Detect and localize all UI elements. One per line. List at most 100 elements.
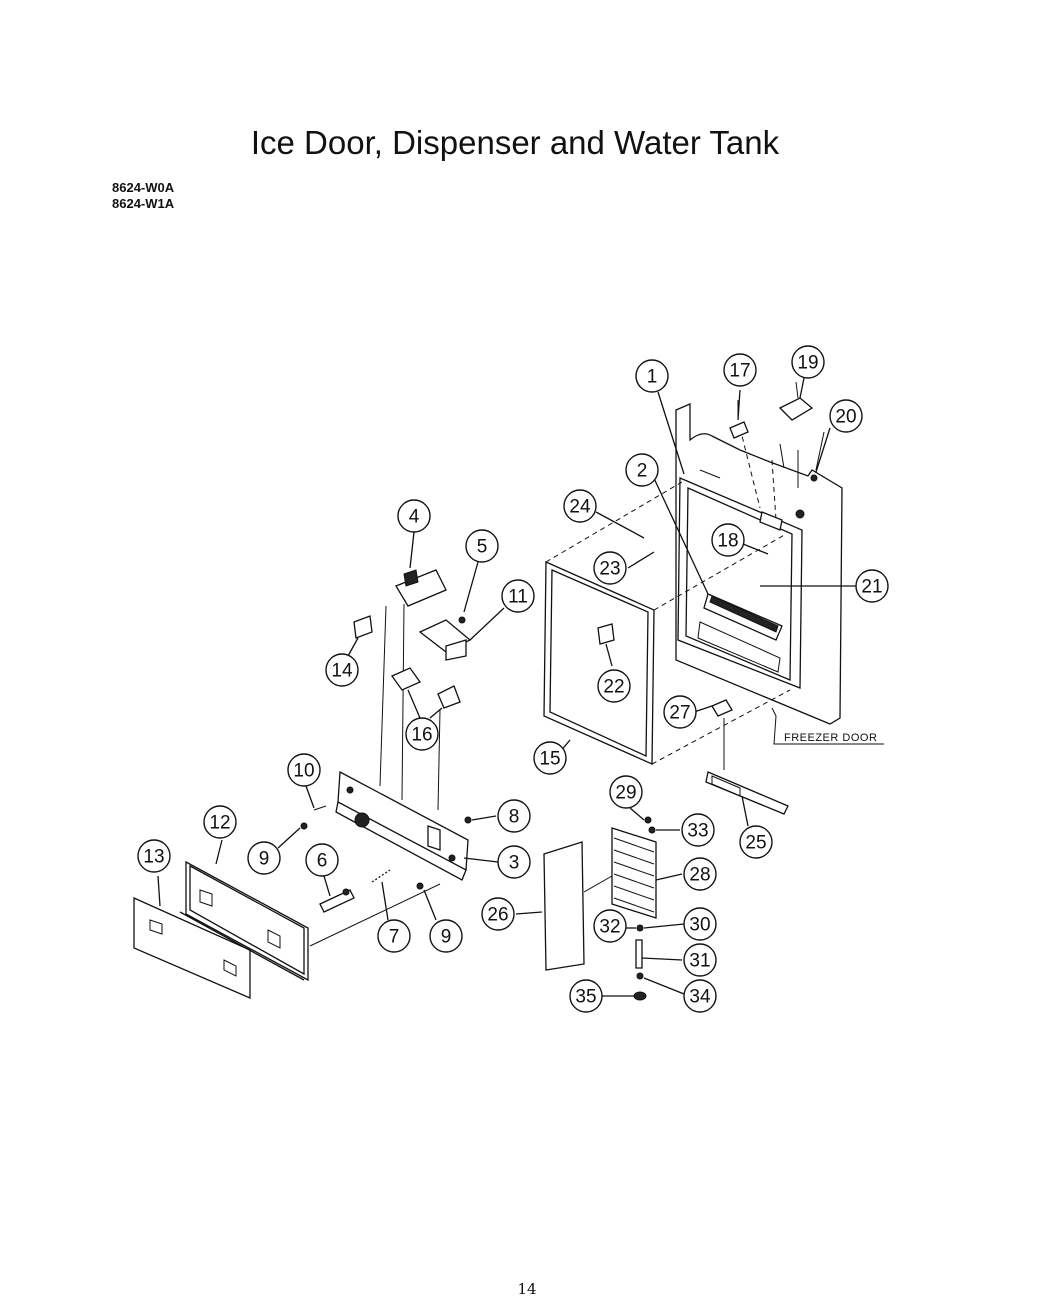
callout-number: 30: [689, 915, 710, 936]
callout-4: 4: [397, 499, 431, 533]
callout-23: 23: [593, 551, 627, 585]
callout-1: 1: [635, 359, 669, 393]
callout-8: 8: [497, 799, 531, 833]
part-25-tray: [705, 771, 789, 815]
callout-number: 3: [509, 853, 520, 874]
part-29-fitting: [644, 816, 652, 824]
callout-number: 20: [835, 407, 856, 428]
part-14-block: [353, 615, 373, 639]
callout-18: 18: [711, 523, 745, 557]
callout-30: 30: [683, 907, 717, 941]
callout-number: 31: [689, 951, 710, 972]
callout-15: 15: [533, 741, 567, 775]
callout-number: 11: [508, 587, 528, 608]
callout-number: 35: [575, 987, 596, 1008]
callout-11: 11: [501, 579, 535, 613]
callout-number: 21: [861, 577, 882, 598]
callout-17: 17: [723, 353, 757, 387]
callout-12: 12: [203, 805, 237, 839]
callout-3: 3: [497, 845, 531, 879]
part-4-switch: [379, 569, 447, 801]
callout-number: 6: [317, 851, 328, 872]
callout-number: 19: [797, 353, 818, 374]
callout-21: 21: [855, 569, 889, 603]
callout-9: 9: [247, 841, 281, 875]
callout-number: 10: [293, 761, 314, 782]
callout-34: 34: [683, 979, 717, 1013]
part-8-screw: [464, 816, 472, 824]
part-31-tube: [635, 939, 643, 969]
callout-number: 33: [687, 821, 708, 842]
callout-2: 2: [625, 453, 659, 487]
callout-19: 19: [791, 345, 825, 379]
part-34-fitting: [636, 972, 644, 980]
callout-10: 10: [287, 753, 321, 787]
callout-number: 8: [509, 807, 520, 828]
callout-number: 14: [331, 661, 353, 682]
page-number: 14: [517, 1280, 537, 1298]
part-28-water-tank: [611, 827, 657, 919]
callout-number: 9: [259, 849, 270, 870]
part-9-screw: [300, 822, 308, 830]
part-19-bracket: [778, 381, 814, 421]
part-10-screw: [313, 805, 327, 811]
callout-27: 27: [663, 695, 697, 729]
page-title: Ice Door, Dispenser and Water Tank: [250, 124, 780, 161]
callout-number: 25: [745, 833, 766, 854]
part-35-cap: [633, 991, 647, 1001]
callout-number: 26: [487, 905, 508, 926]
model-number: 8624-W0A: [112, 180, 175, 195]
part-30-fitting: [636, 924, 644, 932]
part-26-cover: [543, 841, 613, 971]
callout-22: 22: [597, 669, 631, 703]
model-list: 8624-W0A 8624-W1A: [112, 180, 174, 212]
part-15-gasket: [543, 481, 791, 765]
freezer-door-label: FREEZER DOOR: [784, 732, 877, 744]
model-number: 8624-W1A: [112, 196, 175, 211]
callout-24: 24: [563, 489, 597, 523]
part-12-ice-door: [179, 860, 309, 982]
callout-31: 31: [683, 943, 717, 977]
part-3-panel: [335, 770, 469, 881]
callout-number: 18: [717, 531, 738, 552]
callout-25: 25: [739, 825, 773, 859]
callout-28: 28: [683, 857, 717, 891]
callout-number: 12: [209, 813, 230, 834]
callout-number: 5: [477, 537, 488, 558]
callout-number: 29: [615, 783, 636, 804]
callout-number: 16: [411, 725, 432, 746]
callout-7: 7: [377, 919, 411, 953]
callout-number: 13: [143, 847, 164, 868]
callout-26: 26: [481, 897, 515, 931]
callout-number: 24: [569, 497, 591, 518]
callout-16: 16: [405, 717, 439, 751]
callout-5: 5: [465, 529, 499, 563]
part-13-cover-panel: [133, 896, 251, 999]
callout-number: 22: [603, 677, 624, 698]
part-33-fitting: [648, 826, 656, 834]
callout-13: 13: [137, 839, 171, 873]
callout-number: 1: [647, 367, 658, 388]
freezer-door: FREEZER DOOR: [675, 403, 884, 745]
callout-number: 27: [669, 703, 690, 724]
part-6-lever: [319, 888, 355, 913]
callout-number: 2: [637, 461, 648, 482]
callout-number: 4: [409, 507, 420, 528]
callout-number: 7: [389, 927, 400, 948]
part-11-bracket: [418, 616, 472, 661]
callout-9: 9: [429, 919, 463, 953]
callout-14: 14: [325, 653, 359, 687]
callout-6: 6: [305, 843, 339, 877]
part-27-clip: [711, 699, 733, 717]
callout-number: 32: [599, 917, 620, 938]
callout-35: 35: [569, 979, 603, 1013]
callout-29: 29: [609, 775, 643, 809]
callout-number: 28: [689, 865, 710, 886]
callout-20: 20: [829, 399, 863, 433]
callout-33: 33: [681, 813, 715, 847]
part-20-screw: [810, 474, 818, 482]
callout-number: 23: [599, 559, 620, 580]
callout-number: 34: [689, 987, 711, 1008]
callout-number: 15: [539, 749, 560, 770]
